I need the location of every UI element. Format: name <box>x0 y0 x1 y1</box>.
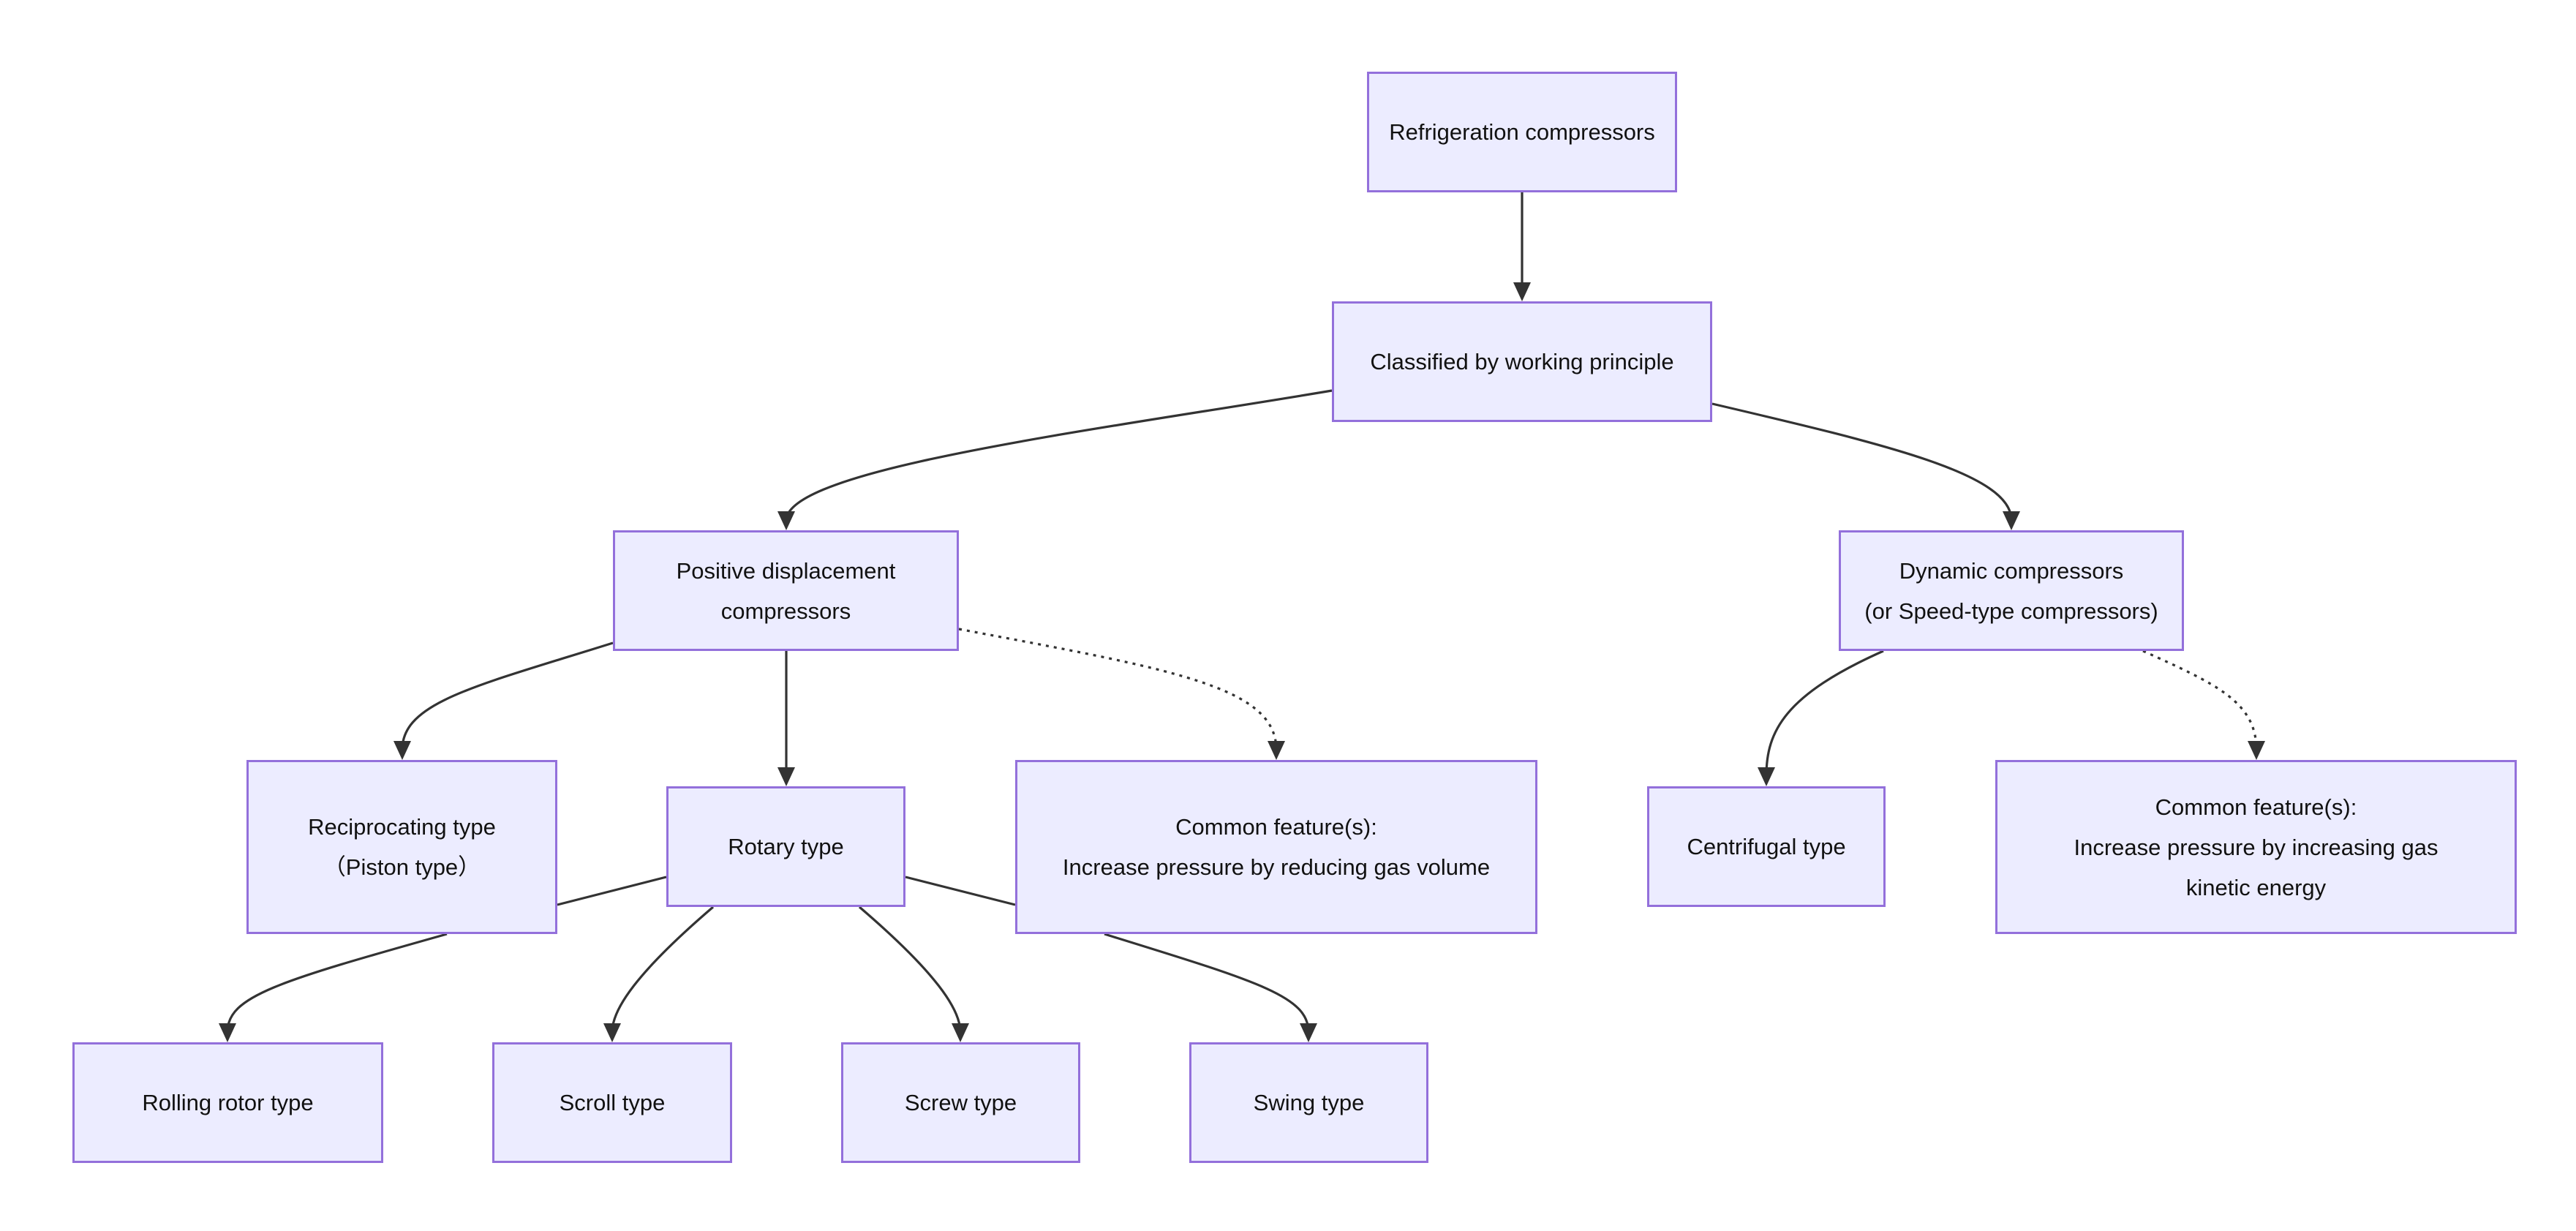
arrowhead-root-to-principle <box>1513 282 1531 301</box>
arrowhead-principle-to-positive <box>777 511 795 530</box>
node-reciprocating-type: Reciprocating type （Piston type） <box>246 760 557 934</box>
arrowhead-positive-to-reciprocating <box>393 741 411 760</box>
arrowhead-principle-to-dynamic <box>2003 511 2020 530</box>
node-label-line: Common feature(s): <box>1175 814 1377 840</box>
arrowhead-dynamic-to-centrifugal <box>1758 767 1775 786</box>
node-swing-type: Swing type <box>1189 1042 1428 1163</box>
arrowhead-rotary-to-rolling <box>219 1023 236 1042</box>
node-screw-type: Screw type <box>841 1042 1080 1163</box>
node-label-line: Increase pressure by increasing gas <box>2074 834 2438 860</box>
node-label-line: Screw type <box>904 1090 1017 1115</box>
node-label-line: Classified by working principle <box>1370 349 1674 374</box>
node-classified-by-working-principle: Classified by working principle <box>1332 301 1712 422</box>
node-common-feature-dynamic: Common feature(s): Increase pressure by … <box>1995 760 2517 934</box>
edge-rotary-to-rolling <box>226 876 667 1033</box>
edge-dynamic-to-centrifugal <box>1765 650 1884 777</box>
node-positive-displacement-compressors: Positive displacement compressors <box>613 530 959 651</box>
edge-principle-to-positive <box>785 389 1333 521</box>
edge-dynamic-to-common_dyn <box>2142 650 2258 750</box>
edge-positive-to-common_pos <box>958 628 1278 750</box>
node-label-line: Dynamic compressors <box>1899 557 2124 584</box>
node-label-line: Positive displacement <box>676 557 896 584</box>
arrowhead-rotary-to-swing <box>1300 1023 1317 1042</box>
node-label-line: Rotary type <box>728 834 844 859</box>
edge-principle-to-dynamic <box>1711 402 2013 521</box>
node-rolling-rotor-type: Rolling rotor type <box>72 1042 383 1163</box>
arrowhead-rotary-to-screw <box>952 1023 969 1042</box>
arrowhead-positive-to-rotary <box>777 767 795 786</box>
node-label-line: (or Speed-type compressors) <box>1864 598 2158 624</box>
edge-rotary-to-screw <box>858 906 962 1033</box>
node-label-line: kinetic energy <box>2185 874 2327 900</box>
node-dynamic-compressors: Dynamic compressors (or Speed-type compr… <box>1839 530 2184 651</box>
node-label-line: Common feature(s): <box>2155 794 2357 820</box>
node-refrigeration-compressors: Refrigeration compressors <box>1367 72 1677 192</box>
node-label-line: compressors <box>720 598 851 624</box>
node-label-line: Rolling rotor type <box>142 1090 314 1115</box>
arrowhead-dynamic-to-common_dyn <box>2248 741 2265 760</box>
node-label-line: Swing type <box>1253 1090 1365 1115</box>
node-label-line: （Piston type） <box>323 854 481 880</box>
node-scroll-type: Scroll type <box>492 1042 732 1163</box>
node-centrifugal-type: Centrifugal type <box>1647 786 1886 907</box>
arrowhead-positive-to-common_pos <box>1268 741 1285 760</box>
node-label-line: Increase pressure by reducing gas volume <box>1062 854 1491 880</box>
edge-rotary-to-swing <box>905 876 1310 1033</box>
node-common-feature-positive: Common feature(s): Increase pressure by … <box>1015 760 1537 934</box>
edge-positive-to-reciprocating <box>401 641 614 750</box>
node-label-line: Centrifugal type <box>1687 834 1846 859</box>
arrowhead-rotary-to-scroll <box>603 1023 621 1042</box>
edge-rotary-to-scroll <box>611 906 715 1033</box>
node-rotary-type: Rotary type <box>666 786 905 907</box>
node-label-line: Reciprocating type <box>308 814 496 840</box>
node-label-line: Refrigeration compressors <box>1389 119 1655 145</box>
node-label-line: Scroll type <box>559 1090 666 1115</box>
